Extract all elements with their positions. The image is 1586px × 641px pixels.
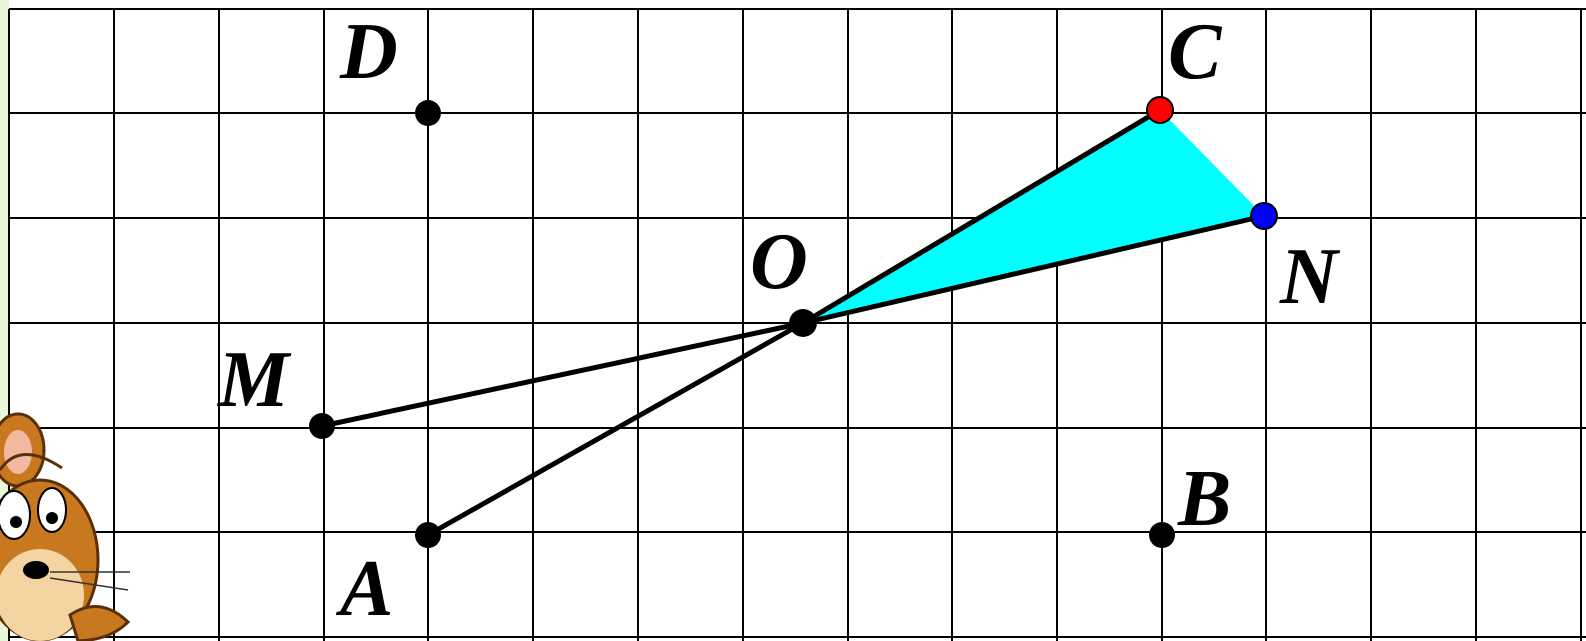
shaded-triangle-ocn — [803, 110, 1264, 323]
label-m: M — [216, 336, 292, 424]
label-n: N — [1279, 233, 1341, 321]
cartoon-mouse-mascot — [0, 412, 131, 641]
point-c-dot — [1146, 96, 1174, 124]
segment-om — [321, 320, 804, 429]
segment-on — [802, 213, 1265, 326]
label-c: C — [1168, 8, 1223, 96]
point-m-dot — [309, 413, 335, 439]
label-d: D — [339, 8, 398, 96]
point-a-dot — [415, 522, 441, 548]
point-d-dot — [415, 100, 441, 126]
point-b-dot — [1149, 522, 1175, 548]
left-edge-strip — [0, 0, 9, 641]
label-a: A — [335, 545, 393, 633]
segment-oa — [426, 320, 805, 538]
segment-oc — [801, 107, 1162, 326]
label-b: B — [1177, 455, 1231, 543]
label-o: O — [750, 218, 808, 306]
point-o-dot — [789, 309, 817, 337]
point-n-dot — [1250, 202, 1278, 230]
